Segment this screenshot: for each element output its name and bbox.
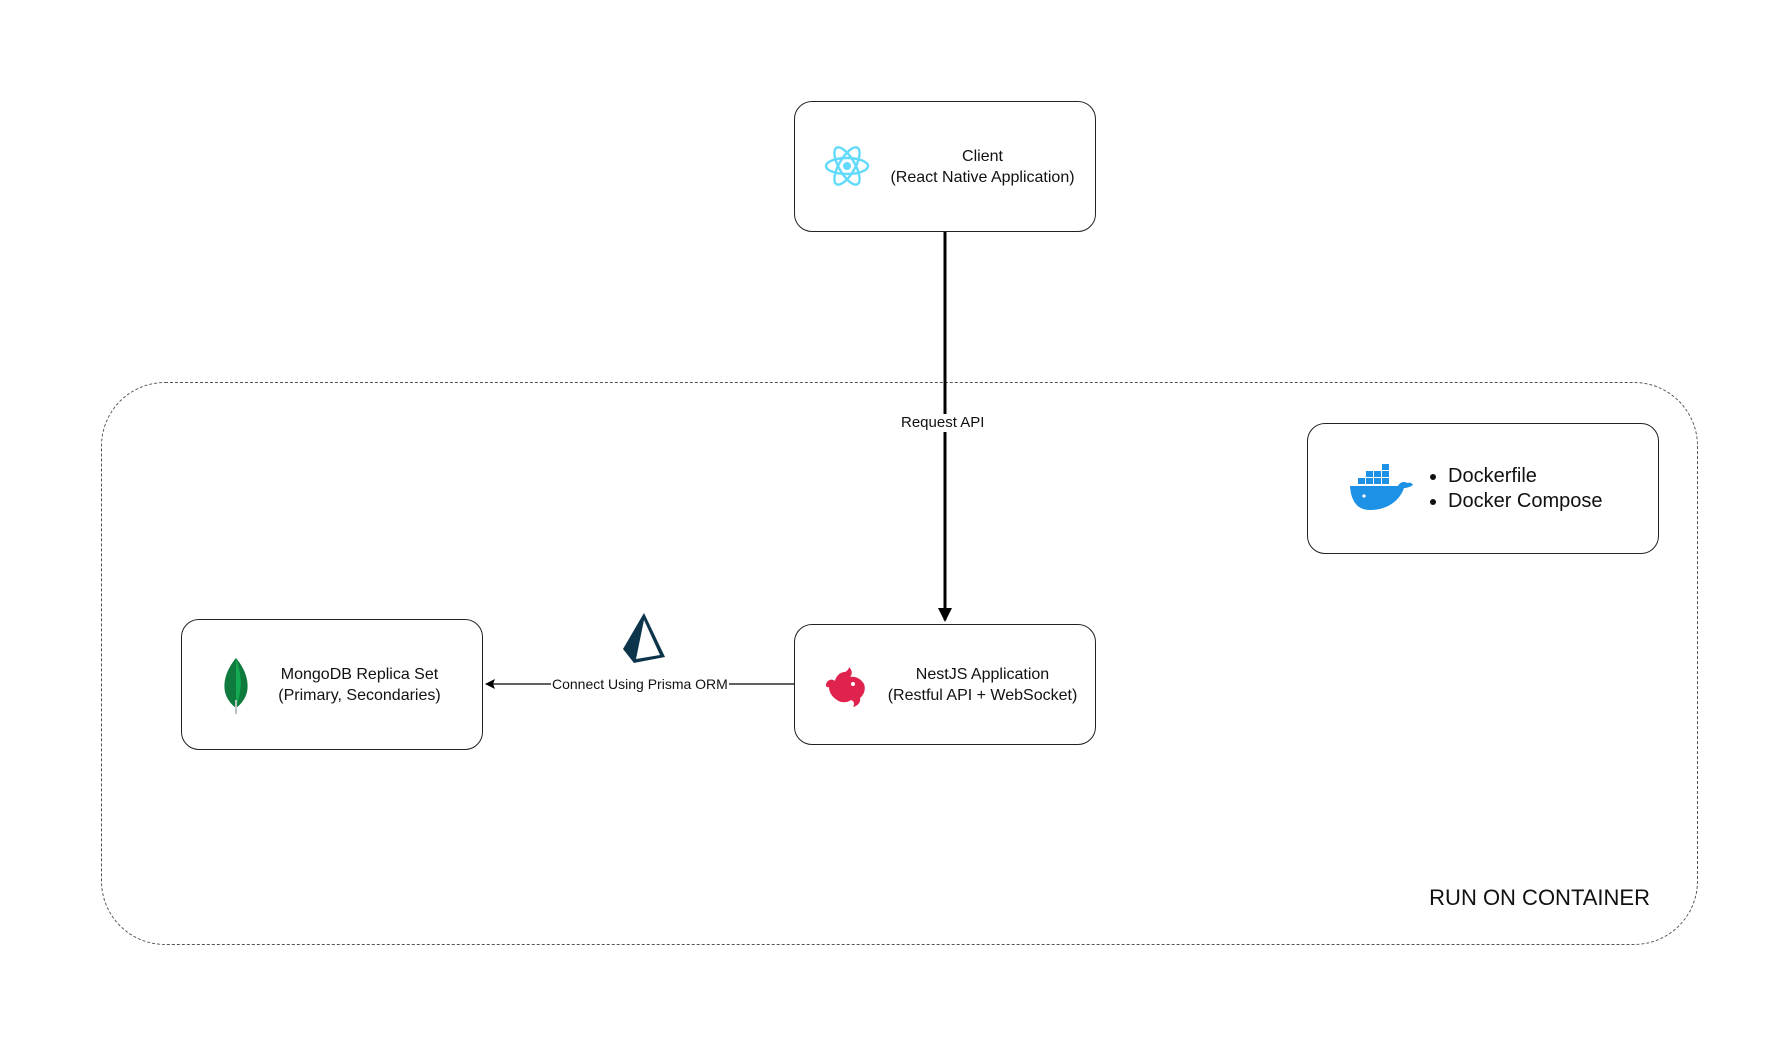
mongodb-title: MongoDB Replica Set <box>280 666 439 683</box>
docker-whale-icon <box>1348 464 1414 517</box>
mongodb-subtitle: (Primary, Secondaries) <box>278 687 441 704</box>
docker-features-list: Dockerfile Docker Compose <box>1428 464 1603 514</box>
nestjs-icon <box>823 665 867 714</box>
client-subtitle: (React Native Application) <box>890 169 1075 186</box>
mongodb-node-text: MongoDB Replica Set (Primary, Secondarie… <box>252 664 467 706</box>
docker-feature-item: Docker Compose <box>1448 489 1603 514</box>
client-title: Client <box>962 148 1003 165</box>
prisma-icon <box>620 611 668 670</box>
container-zone <box>101 382 1698 945</box>
mongodb-node[interactable]: MongoDB Replica Set (Primary, Secondarie… <box>181 619 483 750</box>
nestjs-title: NestJS Application <box>915 666 1050 683</box>
client-node[interactable]: Client (React Native Application) <box>794 101 1096 232</box>
mongodb-leaf-icon <box>220 656 252 721</box>
nestjs-subtitle: (Restful API + WebSocket) <box>887 687 1078 704</box>
prisma-connect-label: Connect Using Prisma ORM <box>551 675 729 693</box>
nestjs-node-text: NestJS Application (Restful API + WebSoc… <box>875 664 1090 706</box>
docker-node[interactable]: Dockerfile Docker Compose <box>1307 423 1659 554</box>
nestjs-node[interactable]: NestJS Application (Restful API + WebSoc… <box>794 624 1096 745</box>
docker-feature-item: Dockerfile <box>1448 464 1603 489</box>
request-api-label: Request API <box>900 414 986 432</box>
react-icon <box>823 144 871 193</box>
client-node-text: Client (React Native Application) <box>875 146 1090 188</box>
container-zone-label: RUN ON CONTAINER <box>1429 885 1650 910</box>
